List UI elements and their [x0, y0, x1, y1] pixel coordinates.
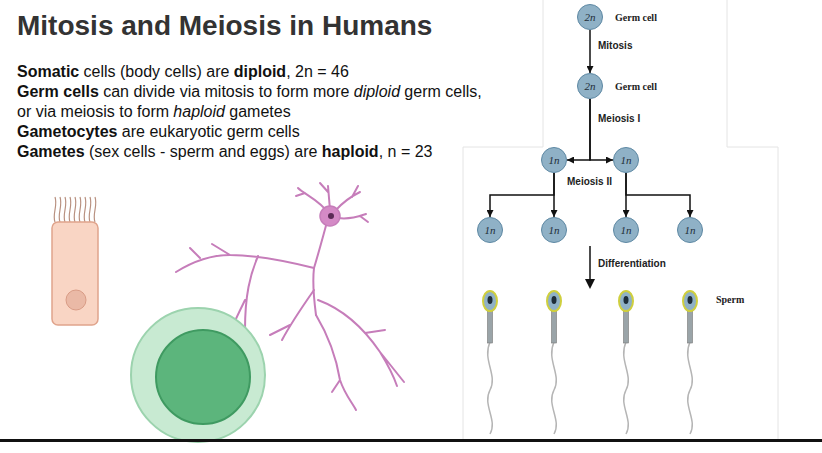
flow-arrow [590, 99, 613, 160]
neuron-body [320, 206, 340, 226]
sperm-cell [547, 291, 561, 434]
ploidy-label: 1n [549, 154, 560, 166]
cell-circle: 1n [541, 147, 567, 173]
ploidy-label: 1n [685, 224, 696, 236]
body-paragraph: Germ cellscan divide via mitosis to form… [17, 82, 487, 122]
sperm-cell [483, 291, 497, 434]
cilium [89, 197, 91, 222]
body-text: gametes [229, 103, 290, 120]
step-label: Mitosis [597, 40, 633, 51]
flow-arrow [589, 30, 591, 73]
step-label: Meiosis II [566, 176, 613, 187]
sperm-cell [619, 291, 633, 434]
cell-name: Germ cell [615, 81, 657, 92]
cell-circle: 1n [613, 147, 639, 173]
ploidy-label: 2n [585, 11, 596, 23]
body-text: haploid [322, 143, 379, 160]
slide-title: Mitosis and Meiosis in Humans [17, 10, 432, 42]
ploidy-label: 1n [621, 224, 632, 236]
diagram-label: Differentiation [597, 258, 667, 269]
neuron-nucleus [328, 213, 334, 219]
bottom-rule [0, 439, 822, 442]
sperm-cell [683, 291, 697, 434]
body-text: , 2n = 46 [286, 63, 349, 80]
cell-name: Germ cell [615, 12, 657, 23]
body-text: Germ cells [17, 83, 99, 100]
ploidy-label: 1n [549, 224, 560, 236]
body-text: diploid [234, 63, 286, 80]
body-text: Gametocytes [17, 123, 118, 140]
body-text: (sex cells - sperm and eggs) are [89, 143, 318, 160]
cilium [59, 197, 61, 222]
flow-arrow [553, 173, 555, 217]
diagram-label: Sperm [716, 294, 744, 305]
body-text: diploid [354, 83, 400, 100]
differentiation-arrow [589, 246, 591, 280]
body-paragraph: Gametocytesare eukaryotic germ cells [17, 122, 487, 142]
body-text: cells (body cells) are [84, 63, 230, 80]
cilium [64, 197, 66, 222]
cilia [54, 197, 96, 222]
cilium [84, 197, 86, 222]
panel-outline [463, 0, 778, 440]
cell-circle: 1n [477, 217, 503, 243]
cell-circle: 2nGerm cell [577, 4, 603, 30]
cell-nucleus [66, 290, 86, 310]
flow-arrow [567, 99, 590, 160]
cell-circle: 1n [613, 217, 639, 243]
body-paragraph: Somatic cells (body cells) arediploid, 2n… [17, 62, 487, 82]
body-text: haploid [173, 103, 225, 120]
cell-circle: 1n [541, 217, 567, 243]
cell-circle: 1n [677, 217, 703, 243]
flow-arrow [626, 173, 690, 217]
body-text: , n = 23 [379, 143, 433, 160]
ploidy-label: 1n [621, 154, 632, 166]
flow-arrow [490, 173, 554, 217]
arrow-head [585, 279, 595, 289]
cilium [69, 197, 71, 222]
body-text: Gametes [17, 143, 85, 160]
cilium [54, 197, 56, 222]
ploidy-label: 1n [485, 224, 496, 236]
body-text: are eukaryotic germ cells [122, 123, 300, 140]
round-cell-nucleus [156, 330, 250, 424]
cilium [74, 197, 76, 222]
sperm-group [483, 291, 697, 434]
step-label: Meiosis I [597, 113, 641, 124]
cilium [79, 197, 81, 222]
cell-circle: 2nGerm cell [577, 73, 603, 99]
body-paragraph: Gametes(sex cells - sperm and eggs) areh… [17, 142, 487, 162]
round-cell [131, 308, 265, 442]
cilium [94, 197, 96, 222]
epithelial-cell [52, 222, 98, 325]
ploidy-label: 2n [585, 80, 596, 92]
body-text: Somatic [17, 63, 79, 80]
body-text: can divide via mitosis to form more [103, 83, 349, 100]
